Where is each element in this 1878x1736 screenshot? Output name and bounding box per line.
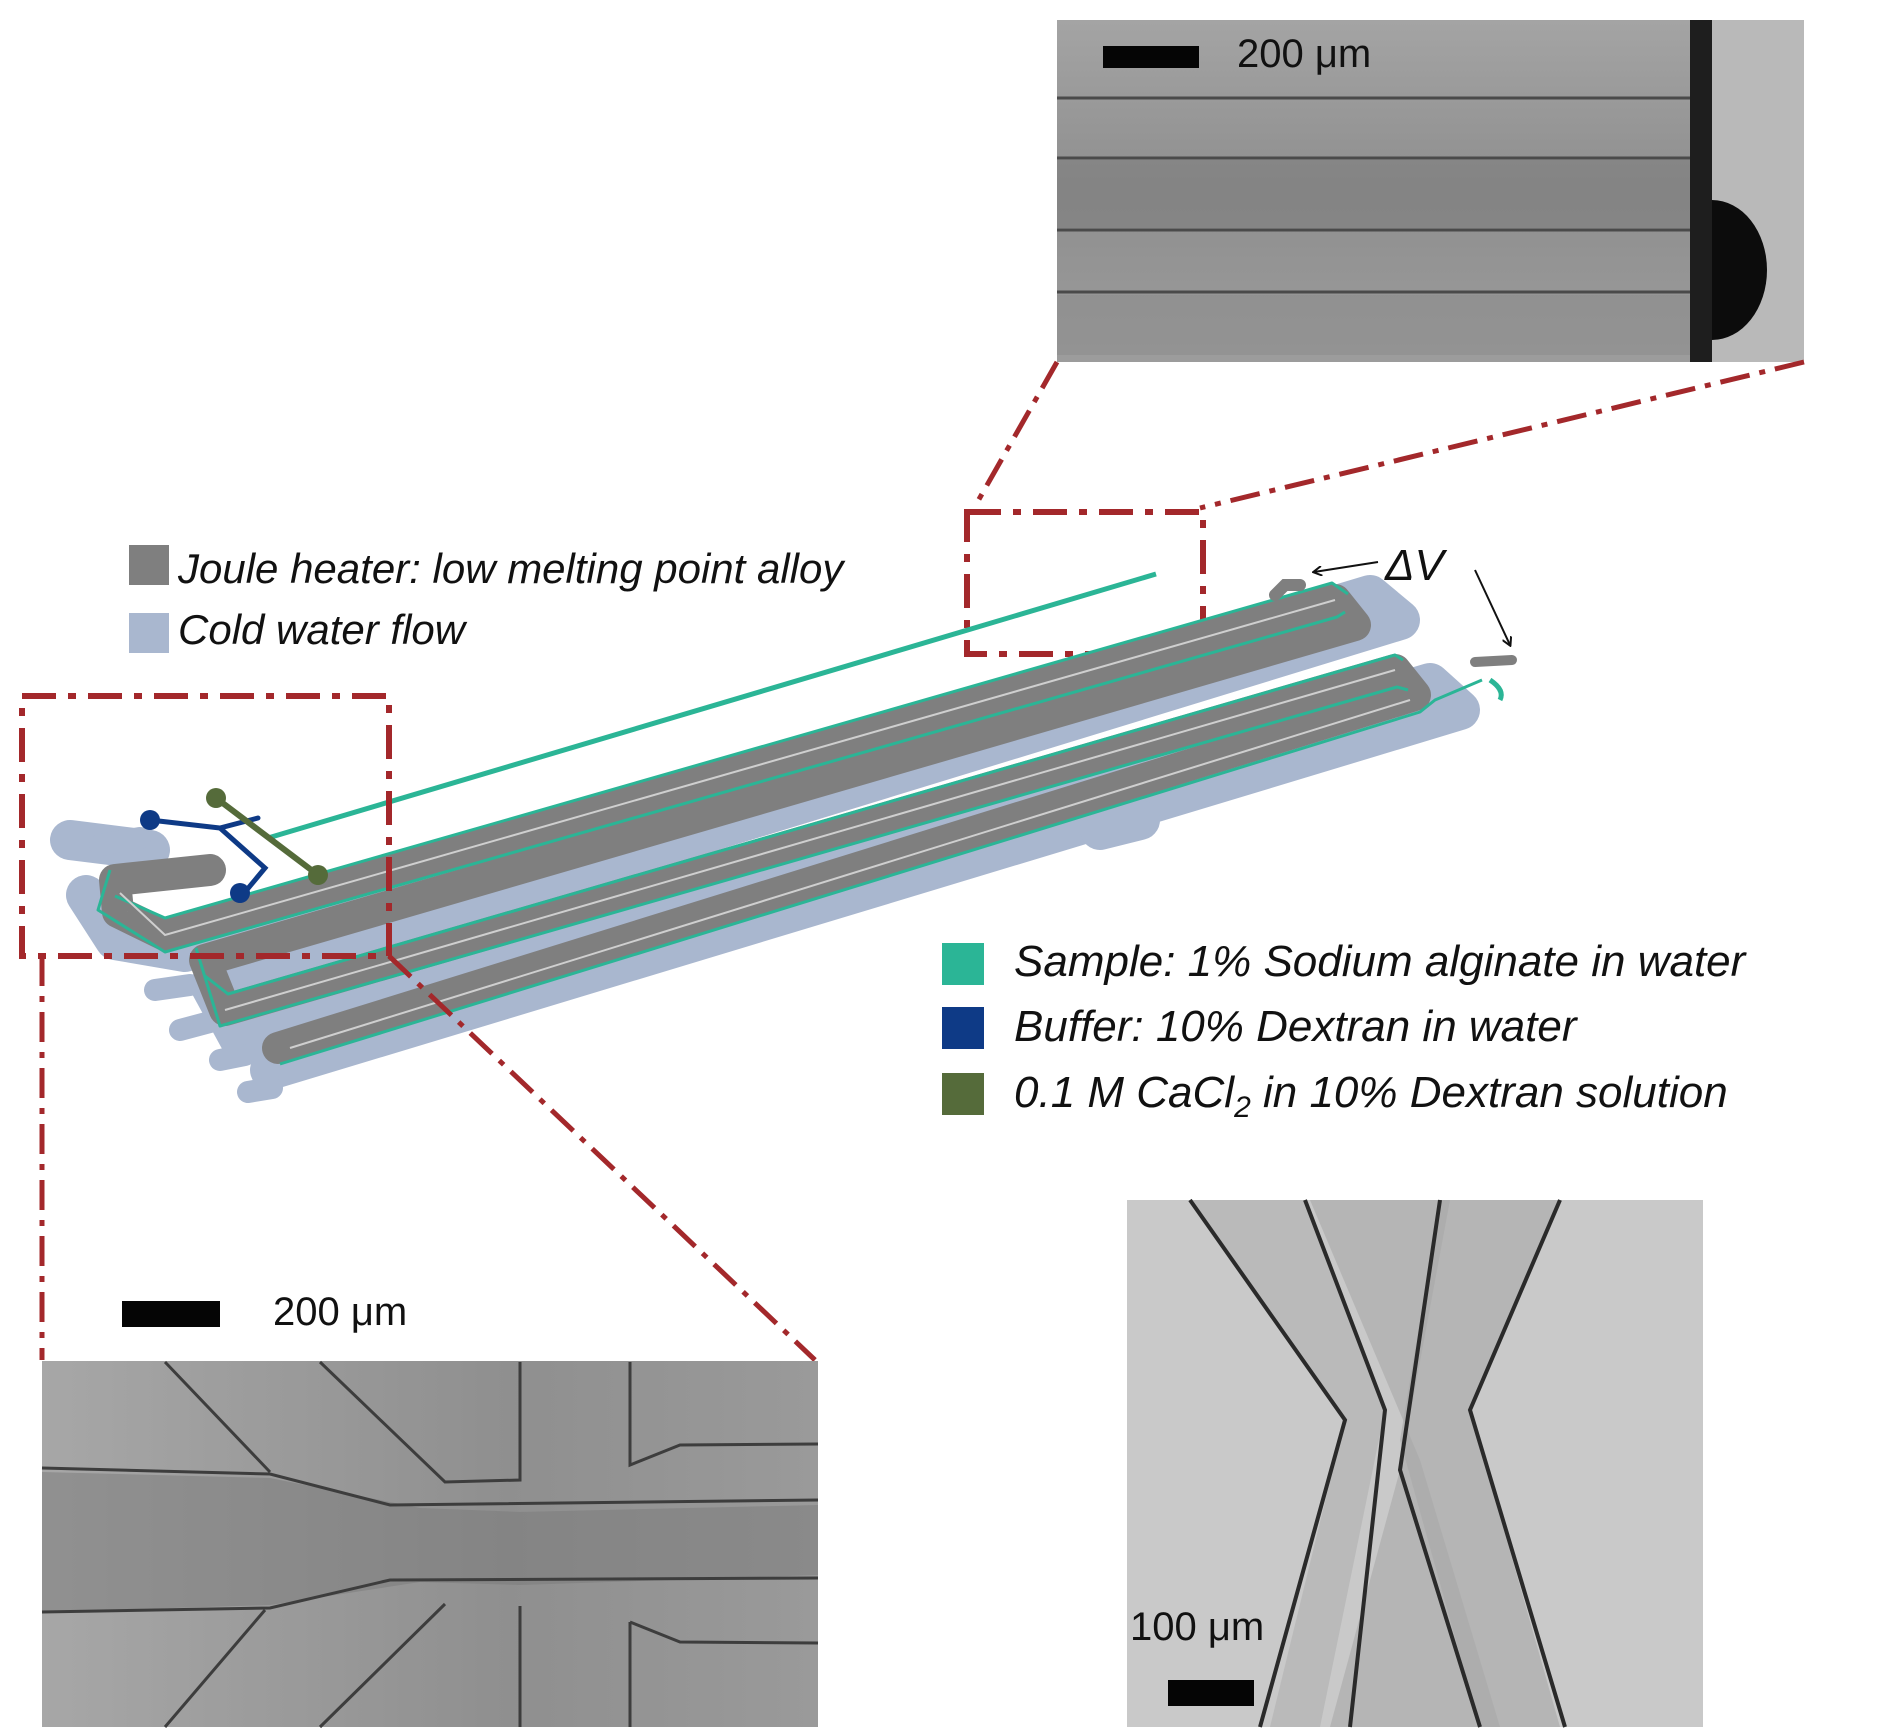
micrograph-top-right: 200 μm (1057, 20, 1804, 362)
sample-channel-outline (96, 581, 1483, 1066)
scale-label-bottom-left: 200 μm (273, 1290, 407, 1334)
voltage-arrow-right (1474, 569, 1510, 645)
heater-swatch (129, 545, 169, 585)
buffer-swatch (942, 1007, 984, 1049)
device-schematic (50, 571, 1517, 1103)
zoom-lines-top (971, 359, 1805, 511)
cacl2-swatch (942, 1073, 984, 1115)
legend-top: Joule heater: low melting point alloy Co… (129, 545, 846, 653)
scale-label-top-right: 200 μm (1237, 32, 1371, 76)
micrograph-bottom-right: 100 μm (1127, 1198, 1703, 1728)
zoom-lines-left (39, 954, 817, 1362)
voltage-arrow-left (1314, 561, 1379, 572)
sample-swatch (942, 943, 984, 985)
micrograph-bottom-left: 200 μm (41, 1290, 819, 1729)
scale-bar-bottom-right (1168, 1680, 1254, 1706)
cacl2-inlet-line (213, 795, 321, 878)
buffer-legend-label: Buffer: 10% Dextran in water (1014, 1002, 1579, 1051)
voltage-label: ΔV (1384, 541, 1448, 590)
sample-legend-label: Sample: 1% Sodium alginate in water (1014, 937, 1748, 986)
sample-inlet-line (267, 571, 1157, 841)
joule-heater-channel (99, 584, 1431, 1064)
cacl2-legend-label: 0.1 M CaCl2 in 10% Dextran solution (1014, 1068, 1728, 1124)
buffer-inlet-network (147, 815, 269, 895)
scale-bar-top-right (1103, 46, 1199, 68)
heater-legend-label: Joule heater: low melting point alloy (177, 545, 846, 592)
scale-label-bottom-right: 100 μm (1130, 1605, 1264, 1649)
cold-water-swatch (129, 613, 169, 653)
zoom-box-left (19, 693, 392, 959)
channel-wall-lines (1057, 96, 1697, 294)
cold-water-legend-label: Cold water flow (178, 606, 468, 653)
legend-fluids: Sample: 1% Sodium alginate in water Buff… (942, 937, 1748, 1124)
scale-bar-bottom-left (122, 1301, 220, 1327)
